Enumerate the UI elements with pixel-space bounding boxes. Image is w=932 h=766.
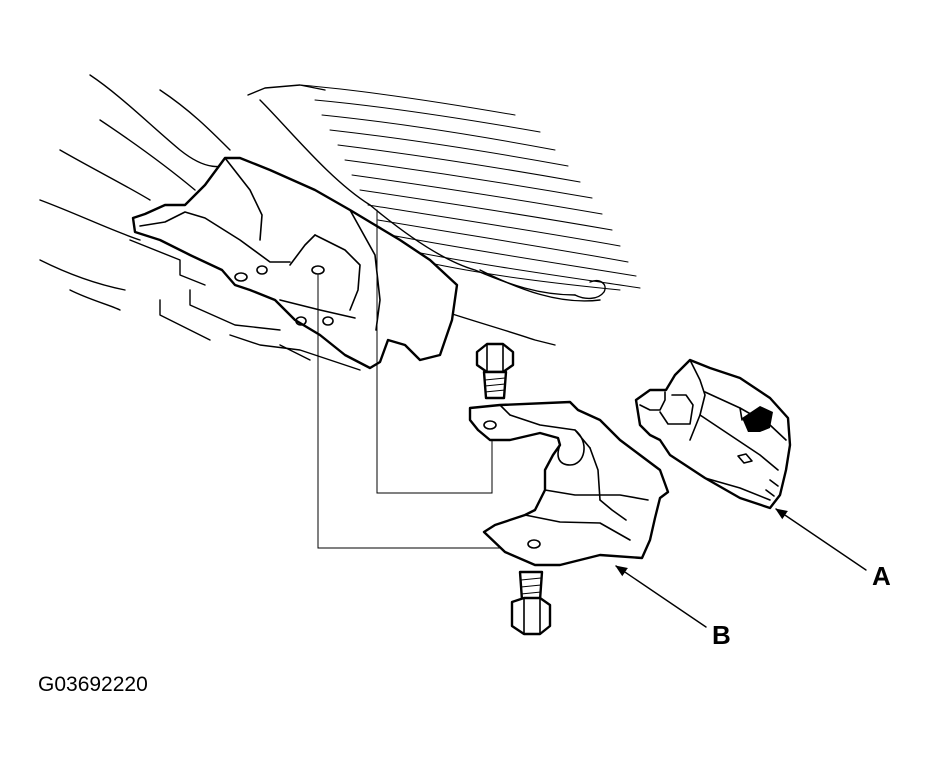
- arrow-a: [775, 508, 867, 571]
- vehicle-body-background: [39, 74, 606, 371]
- component-a: [634, 358, 792, 510]
- bracket-b: [468, 400, 670, 567]
- alignment-lines: [317, 209, 537, 549]
- mounting-bracket-upper: [131, 156, 459, 370]
- bolt-lower: [510, 570, 552, 636]
- callout-arrows: [615, 508, 867, 628]
- oil-pan-fins: [299, 84, 641, 291]
- bolt-upper: [475, 342, 515, 400]
- arrow-b: [615, 565, 707, 628]
- figure-code: G03692220: [38, 673, 148, 696]
- callout-b-label: B: [712, 620, 731, 650]
- callout-a-label: A: [872, 561, 891, 591]
- connector-mark: [742, 406, 773, 432]
